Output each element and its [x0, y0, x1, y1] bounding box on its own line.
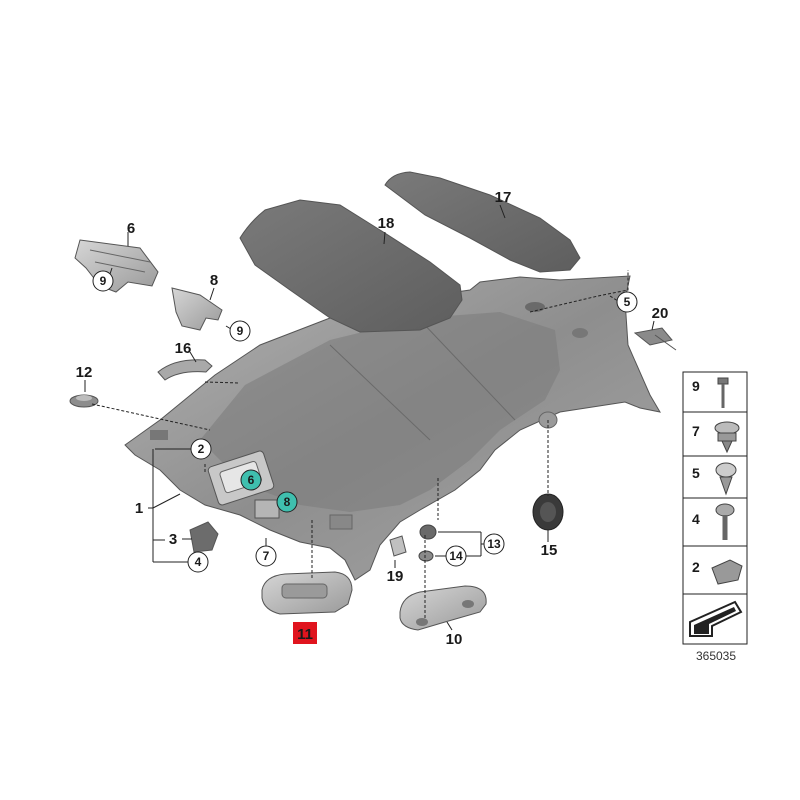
callout-8-teal: 8 [276, 491, 298, 513]
callout-5: 5 [616, 291, 638, 313]
callout-7: 7 [255, 545, 277, 567]
callout-2: 2 [190, 438, 212, 460]
bracket-8 [171, 287, 223, 331]
svg-text:11: 11 [297, 626, 313, 643]
sun-visor-10 [399, 585, 487, 631]
grommet-15 [532, 493, 564, 531]
label-15: 15 [541, 542, 558, 559]
label-17: 17 [495, 189, 512, 206]
svg-text:9: 9 [692, 378, 700, 394]
label-12: 12 [76, 364, 93, 381]
legend-row-9: 9 [692, 377, 729, 408]
label-16: 16 [175, 340, 192, 357]
callout-9-b: 9 [229, 320, 251, 342]
svg-text:7: 7 [692, 423, 700, 439]
assembly-lines [91, 270, 629, 620]
bracket-6 [74, 239, 159, 293]
callout-14: 14 [445, 545, 467, 567]
svg-text:7: 7 [263, 549, 270, 563]
grab-handle-16 [157, 359, 213, 381]
callout-9-a: 9 [92, 270, 114, 292]
label-8: 8 [210, 272, 218, 289]
panel-18 [239, 199, 463, 333]
callout-4: 4 [187, 551, 209, 573]
clip-12 [69, 394, 99, 408]
clip-20 [633, 327, 677, 351]
callout-6-teal: 6 [240, 469, 262, 491]
svg-text:14: 14 [449, 549, 463, 563]
clip-14 [418, 550, 434, 562]
part-3 [189, 521, 219, 553]
label-1: 1 [135, 500, 143, 517]
label-20: 20 [652, 305, 669, 322]
legend-tool-icon [689, 600, 743, 637]
legend-row-2: 2 [692, 559, 743, 585]
svg-text:6: 6 [248, 473, 255, 487]
svg-text:2: 2 [692, 559, 700, 575]
label-10: 10 [446, 631, 463, 648]
legend-row-7: 7 [692, 421, 740, 454]
label-6: 6 [127, 220, 135, 237]
headliner [124, 275, 661, 581]
svg-text:4: 4 [692, 511, 700, 527]
legend-row-5: 5 [692, 462, 737, 496]
label-19: 19 [387, 568, 404, 585]
clip-19 [389, 535, 407, 557]
sun-visor-11 [261, 571, 353, 615]
svg-text:9: 9 [100, 274, 107, 288]
label-3: 3 [169, 531, 177, 548]
clip-13 [419, 524, 437, 540]
reference-number: 365035 [696, 649, 736, 663]
legend-row-4: 4 [692, 503, 735, 540]
svg-text:8: 8 [284, 495, 291, 509]
svg-text:9: 9 [237, 324, 244, 338]
svg-text:2: 2 [198, 442, 205, 456]
panel-17 [384, 171, 581, 273]
callout-11-red: 11 [293, 622, 317, 644]
fastener-legend: 9 7 5 4 2 [682, 371, 748, 645]
svg-text:5: 5 [624, 295, 631, 309]
svg-text:13: 13 [487, 537, 501, 551]
svg-text:4: 4 [195, 555, 202, 569]
callout-13: 13 [483, 533, 505, 555]
svg-text:5: 5 [692, 465, 700, 481]
label-18: 18 [378, 215, 395, 232]
